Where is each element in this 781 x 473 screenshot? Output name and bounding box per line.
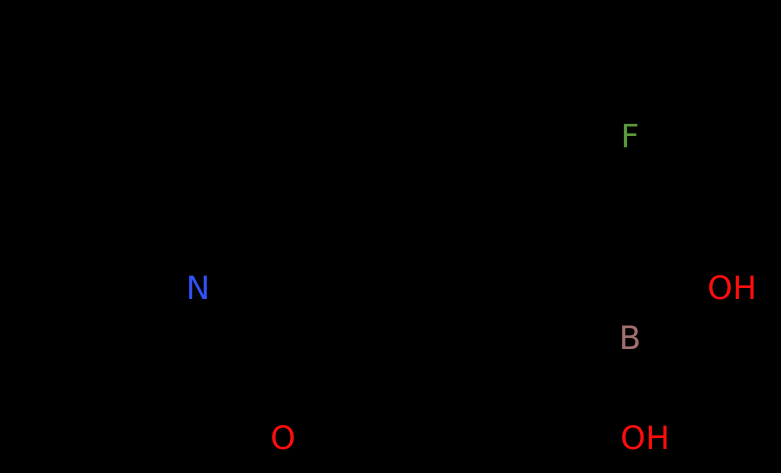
atom-fluorine: F bbox=[620, 117, 640, 155]
atom-nitrogen: N bbox=[186, 269, 210, 307]
atom-oxygen-carbonyl: O bbox=[270, 419, 296, 457]
atom-boron: B bbox=[619, 319, 641, 357]
atom-hydroxyl-top: OH bbox=[707, 269, 757, 307]
atom-hydroxyl-bottom: OH bbox=[620, 419, 670, 457]
